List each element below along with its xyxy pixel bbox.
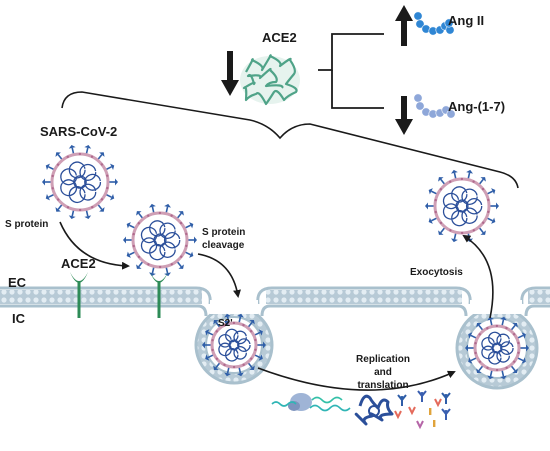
- ace2-top-label: ACE2: [262, 30, 297, 45]
- ribosome-icon: [288, 393, 312, 411]
- cleavage-arrow: [197, 253, 241, 298]
- ang2-peptide-icon: [413, 11, 455, 36]
- new-viral-genome-icon: [354, 394, 394, 426]
- rna-strands-icon: [271, 396, 351, 412]
- s-protein-label: S protein: [5, 219, 49, 230]
- s2-label: S2': [218, 318, 233, 329]
- ec-label: EC: [8, 275, 27, 290]
- ace2-decrease-arrow: [221, 51, 239, 96]
- virus-name-label: SARS-CoV-2: [40, 124, 118, 139]
- cleavage-label: S protein cleavage: [202, 226, 262, 252]
- virion-bound-to-ace2: [123, 203, 197, 277]
- replication-arrow: [257, 367, 456, 391]
- plasma-membrane: [0, 286, 550, 317]
- exocytosis-label: Exocytosis: [410, 267, 463, 278]
- replication-label-line1: Replication: [356, 354, 410, 365]
- replication-label: Replication and translation: [343, 353, 423, 392]
- replication-label-line2: and: [374, 367, 392, 378]
- viral-proteins-icon: [394, 390, 451, 430]
- cleavage-label-line2: cleavage: [202, 240, 245, 251]
- cleavage-label-line1: S protein: [202, 227, 246, 238]
- ang17-label: Ang-(1-7): [448, 99, 506, 114]
- ace2-receptor-label: ACE2: [61, 256, 96, 271]
- exocytosis-arrow: [462, 234, 494, 319]
- replication-label-line3: translation: [357, 380, 409, 391]
- ang17-peptide-icon: [413, 93, 456, 119]
- ace2-receptor-bound: [150, 272, 168, 318]
- ang2-label: Ang II: [448, 13, 485, 28]
- sars-cov-2-virion: [42, 144, 118, 220]
- ang17-decrease-arrow: [395, 96, 413, 135]
- pathway-bracket: [318, 33, 384, 109]
- virion-released: [425, 169, 499, 243]
- entry-arrow: [59, 221, 130, 270]
- ace2-protein-structure: [240, 54, 300, 106]
- tissue-brace: [61, 91, 519, 189]
- virion-in-endosome: [202, 313, 266, 377]
- virion-assembled: [465, 316, 529, 380]
- ace2-receptor: [70, 272, 88, 318]
- ang2-increase-arrow: [395, 5, 413, 46]
- ic-label: IC: [12, 311, 25, 326]
